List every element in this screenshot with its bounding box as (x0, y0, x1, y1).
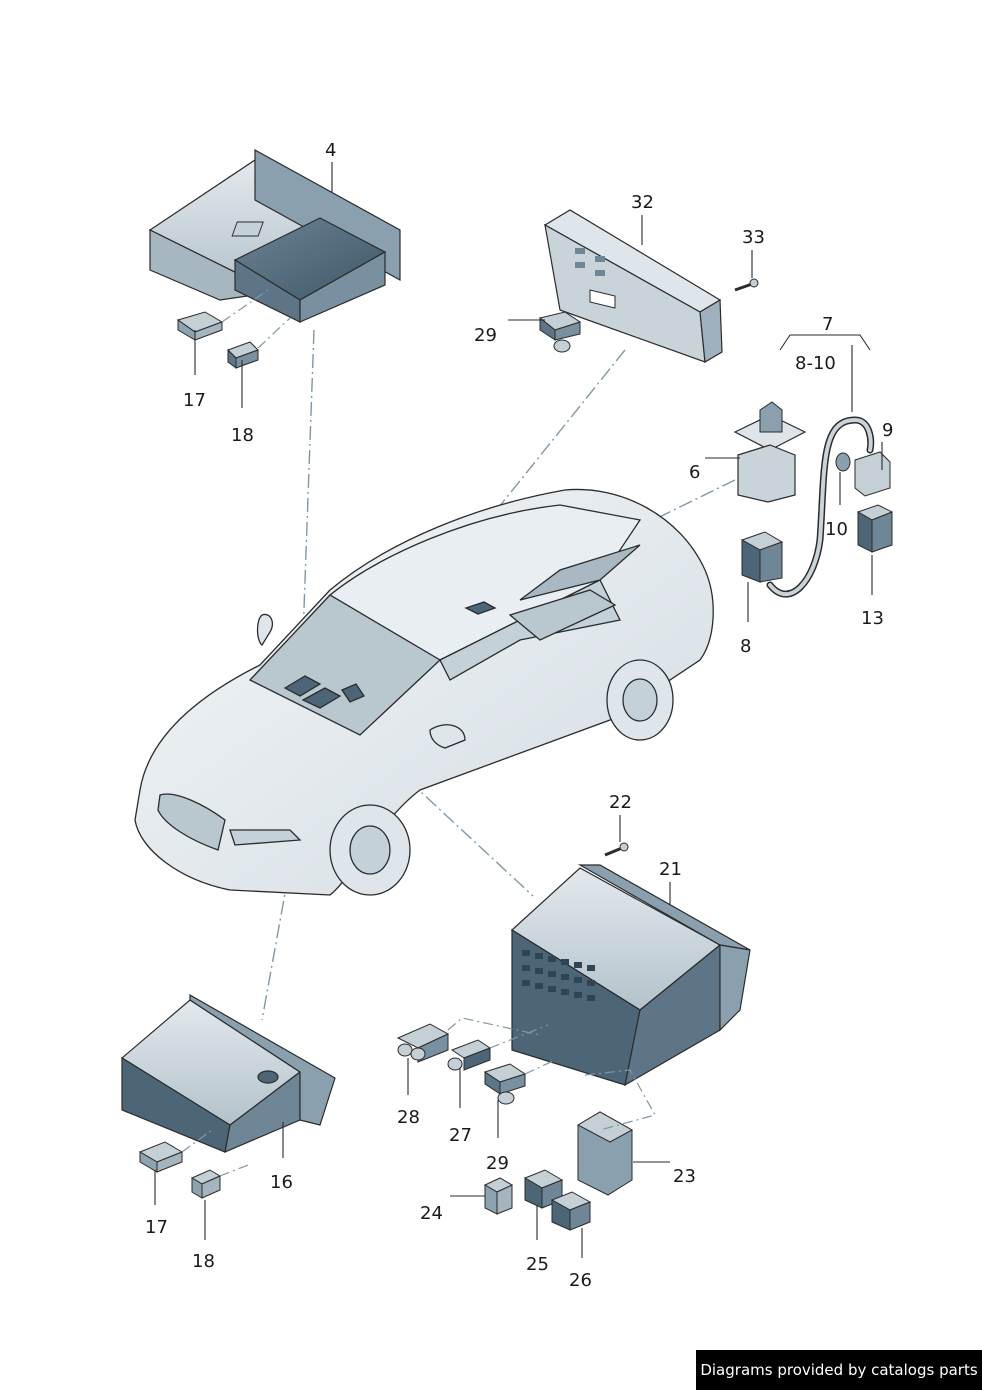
part-18-plug-bottom (190, 1169, 222, 1199)
callout-label-26: 26 (569, 1270, 592, 1291)
part-17-connector-bottom (138, 1141, 184, 1173)
part-8-connector (740, 531, 784, 583)
callout-label-7: 7 (822, 314, 834, 335)
callout-label-17-bottom: 17 (145, 1217, 168, 1238)
part-4-connector-leaders (221, 289, 291, 349)
part-33-screw (734, 278, 759, 292)
callout-label-8: 8 (740, 636, 752, 657)
callout-label-24: 24 (420, 1203, 443, 1224)
callout-label-10: 10 (825, 519, 848, 540)
part-25-connector (523, 1169, 564, 1209)
callout-label-22: 22 (609, 792, 632, 813)
part-29-antenna-connector-top (538, 311, 582, 353)
part-13-connector (856, 504, 894, 553)
part-26-connector (550, 1191, 592, 1231)
part-23-connector-housing (576, 1111, 634, 1196)
callout-label-21: 21 (659, 859, 682, 880)
callout-label-13: 13 (861, 608, 884, 629)
part-22-screw (604, 842, 629, 857)
part-6-socket (733, 401, 807, 503)
callout-label-29-bottom: 29 (486, 1153, 509, 1174)
part-10-ring (835, 452, 851, 472)
attribution-footer: Diagrams provided by catalogs parts (696, 1350, 982, 1390)
callout-label-9: 9 (882, 420, 894, 441)
part-27-antenna-adapter (447, 1039, 492, 1071)
callout-label-27: 27 (449, 1125, 472, 1146)
callout-label-33: 33 (742, 227, 765, 248)
part-28-antenna-adapter (396, 1023, 450, 1063)
callout-label-17-top: 17 (183, 390, 206, 411)
part-16-connector-leaders (181, 1129, 249, 1177)
callout-label-16: 16 (270, 1172, 293, 1193)
part-8-10-cable-inner (768, 417, 873, 597)
part-9-plug (854, 451, 891, 497)
callout-label-28: 28 (397, 1107, 420, 1128)
part-16-media-unit (120, 993, 336, 1153)
callout-label-8-10: 8-10 (795, 353, 836, 374)
part-32-control-module (543, 209, 723, 363)
callout-label-18-bottom: 18 (192, 1251, 215, 1272)
part-17-connector-top (176, 311, 224, 341)
callout-label-18-top: 18 (231, 425, 254, 446)
callout-label-29-top: 29 (474, 325, 497, 346)
callout-label-6: 6 (689, 462, 701, 483)
part-29-antenna-connector-bottom (483, 1063, 527, 1105)
part-21-connector-leaders (447, 1017, 656, 1131)
callout-label-32: 32 (631, 192, 654, 213)
callout-label-4: 4 (325, 140, 337, 161)
car-illustration (134, 488, 714, 896)
callout-label-23: 23 (673, 1166, 696, 1187)
part-21-head-unit (511, 864, 751, 1087)
callout-lines (154, 162, 883, 1258)
callout-label-25: 25 (526, 1254, 549, 1275)
part-18-plug-top (227, 341, 259, 369)
part-24-connector (483, 1177, 514, 1215)
part-4-radio-unit (148, 148, 401, 323)
